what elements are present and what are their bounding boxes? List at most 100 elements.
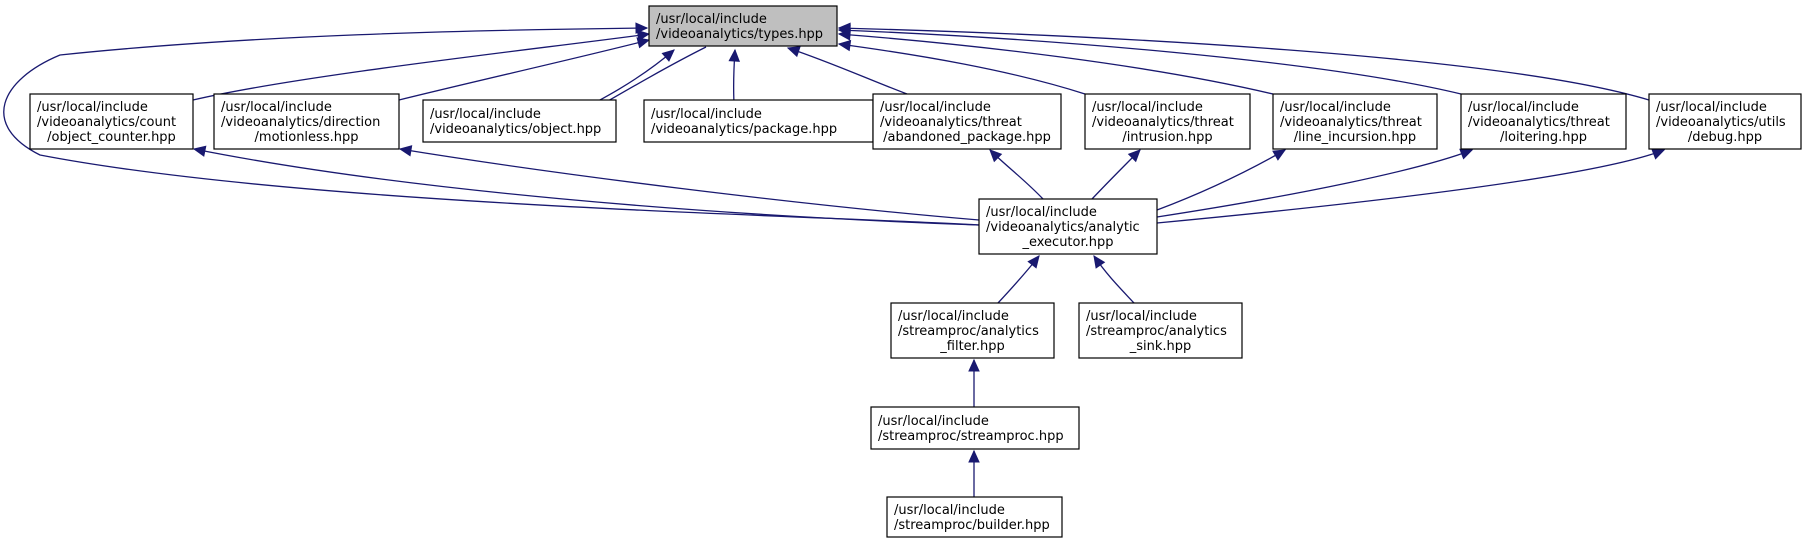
node-label-line: /videoanalytics/object.hpp bbox=[430, 122, 601, 137]
edge-executor-to-motionless bbox=[398, 145, 980, 221]
node-label-line: /videoanalytics/package.hpp bbox=[651, 122, 837, 137]
node-label-line: /usr/local/include bbox=[880, 100, 991, 115]
node-box bbox=[422, 99, 617, 143]
node-label-line: /streamproc/streamproc.hpp bbox=[878, 429, 1064, 444]
node-label-line: /motionless.hpp bbox=[255, 130, 359, 145]
node-executor[interactable]: /usr/local/include/videoanalytics/analyt… bbox=[978, 198, 1158, 255]
node-label-line: _filter.hpp bbox=[939, 339, 1004, 354]
edge-arrowhead bbox=[635, 22, 649, 34]
edge-arrowhead bbox=[1027, 255, 1040, 269]
node-label-line: /videoanalytics/direction bbox=[221, 115, 380, 130]
edge-line bbox=[193, 148, 980, 226]
node-label-line: /usr/local/include bbox=[894, 503, 1005, 518]
node-label-line: /usr/local/include bbox=[898, 309, 1009, 324]
node-incursion[interactable]: /usr/local/include/videoanalytics/threat… bbox=[1272, 93, 1438, 150]
node-label-line: /usr/local/include bbox=[1656, 100, 1767, 115]
node-label-line: /usr/local/include bbox=[221, 100, 332, 115]
node-types[interactable]: /usr/local/include/videoanalytics/types.… bbox=[648, 5, 838, 47]
node-count[interactable]: /usr/local/include/videoanalytics/count/… bbox=[29, 93, 194, 150]
edge-arrowhead bbox=[636, 37, 651, 49]
edge-executor-to-count bbox=[192, 145, 980, 226]
edge-streamproc-to-filter bbox=[968, 358, 980, 407]
edge-arrowhead bbox=[1127, 149, 1141, 163]
edge-executor-to-abandoned bbox=[989, 149, 1044, 200]
node-motionless[interactable]: /usr/local/include/videoanalytics/direct… bbox=[213, 93, 400, 150]
edge-line bbox=[1156, 149, 1473, 218]
node-label-line: /videoanalytics/utils bbox=[1656, 115, 1786, 130]
node-box bbox=[29, 93, 194, 150]
edge-line bbox=[1156, 149, 1665, 224]
node-label-line: /usr/local/include bbox=[986, 205, 1097, 220]
edge-line bbox=[1156, 149, 1286, 211]
node-label-line: /videoanalytics/threat bbox=[880, 115, 1022, 130]
node-filter[interactable]: /usr/local/include/streamproc/analytics_… bbox=[890, 302, 1055, 359]
edge-line bbox=[838, 29, 1462, 95]
node-package[interactable]: /usr/local/include/videoanalytics/packag… bbox=[643, 99, 874, 143]
node-box bbox=[1078, 302, 1243, 359]
node-label-line: /usr/local/include bbox=[656, 12, 767, 27]
edge-arrowhead bbox=[192, 145, 207, 157]
edge-sink-to-executor bbox=[1093, 255, 1135, 304]
node-label-line: /line_incursion.hpp bbox=[1294, 130, 1416, 145]
node-box bbox=[872, 93, 1062, 150]
edge-builder-to-streamproc bbox=[968, 449, 980, 497]
node-box bbox=[648, 5, 838, 47]
edge-arrowhead bbox=[786, 46, 801, 58]
node-label-line: /videoanalytics/count bbox=[37, 115, 176, 130]
edge-executor-to-incursion bbox=[1156, 149, 1287, 211]
node-object[interactable]: /usr/local/include/videoanalytics/object… bbox=[422, 99, 617, 143]
node-label-line: /videoanalytics/types.hpp bbox=[656, 27, 823, 42]
node-label-line: _sink.hpp bbox=[1129, 339, 1192, 354]
node-box bbox=[886, 496, 1063, 538]
node-loitering[interactable]: /usr/local/include/videoanalytics/threat… bbox=[1460, 93, 1627, 150]
edge-count-to-types bbox=[192, 29, 651, 101]
node-box bbox=[1084, 93, 1251, 150]
node-label-line: /videoanalytics/threat bbox=[1092, 115, 1234, 130]
node-box bbox=[643, 99, 874, 143]
edge-filter-to-executor bbox=[997, 255, 1040, 304]
edge-line bbox=[399, 148, 980, 221]
node-abandoned[interactable]: /usr/local/include/videoanalytics/threat… bbox=[872, 93, 1062, 150]
node-label-line: /intrusion.hpp bbox=[1122, 130, 1212, 145]
node-streamproc[interactable]: /usr/local/include/streamproc/streamproc… bbox=[870, 406, 1080, 450]
node-layer: /usr/local/include/videoanalytics/types.… bbox=[29, 5, 1802, 538]
node-debug[interactable]: /usr/local/include/videoanalytics/utils/… bbox=[1648, 93, 1802, 150]
node-builder[interactable]: /usr/local/include/streamproc/builder.hp… bbox=[886, 496, 1063, 538]
node-label-line: /streamproc/builder.hpp bbox=[894, 518, 1050, 533]
edge-arrowhead bbox=[968, 358, 980, 372]
node-intrusion[interactable]: /usr/local/include/videoanalytics/threat… bbox=[1084, 93, 1251, 150]
edge-intrusion-to-types bbox=[837, 39, 1086, 95]
node-box bbox=[1648, 93, 1802, 150]
edge-arrowhead bbox=[1651, 148, 1666, 160]
edge-arrowhead bbox=[728, 48, 740, 62]
edge-abandoned-to-types bbox=[786, 46, 908, 95]
node-sink[interactable]: /usr/local/include/streamproc/analytics_… bbox=[1078, 302, 1243, 359]
node-label-line: /object_counter.hpp bbox=[47, 130, 176, 145]
edge-arrowhead bbox=[837, 22, 851, 35]
node-label-line: /usr/local/include bbox=[1086, 309, 1197, 324]
node-label-line: /usr/local/include bbox=[430, 107, 541, 122]
node-label-line: /streamproc/analytics bbox=[1086, 324, 1227, 339]
edge-arrowhead bbox=[1272, 149, 1287, 161]
edge-motionless-to-types bbox=[398, 37, 651, 101]
node-box bbox=[213, 93, 400, 150]
node-label-line: /abandoned_package.hpp bbox=[883, 130, 1051, 145]
node-label-line: /usr/local/include bbox=[37, 100, 148, 115]
node-box bbox=[1460, 93, 1627, 150]
edge-line bbox=[787, 47, 908, 95]
edge-arrowhead bbox=[1093, 255, 1106, 269]
edge-loitering-to-types bbox=[837, 24, 1462, 95]
edge-line bbox=[192, 33, 650, 101]
edge-arrowhead bbox=[837, 39, 852, 52]
node-label-line: /videoanalytics/threat bbox=[1280, 115, 1422, 130]
node-label-line: /usr/local/include bbox=[1468, 100, 1579, 115]
node-box bbox=[1272, 93, 1438, 150]
edge-line bbox=[3, 27, 980, 226]
edge-arrowhead bbox=[989, 149, 1003, 163]
edge-executor-to-intrusion bbox=[1091, 149, 1141, 200]
node-label-line: /videoanalytics/threat bbox=[1468, 115, 1610, 130]
edge-line bbox=[838, 43, 1086, 95]
edge-arrowhead bbox=[661, 49, 675, 62]
edge-executor-to-loitering bbox=[1156, 148, 1474, 218]
edge-arrowhead bbox=[968, 449, 980, 463]
